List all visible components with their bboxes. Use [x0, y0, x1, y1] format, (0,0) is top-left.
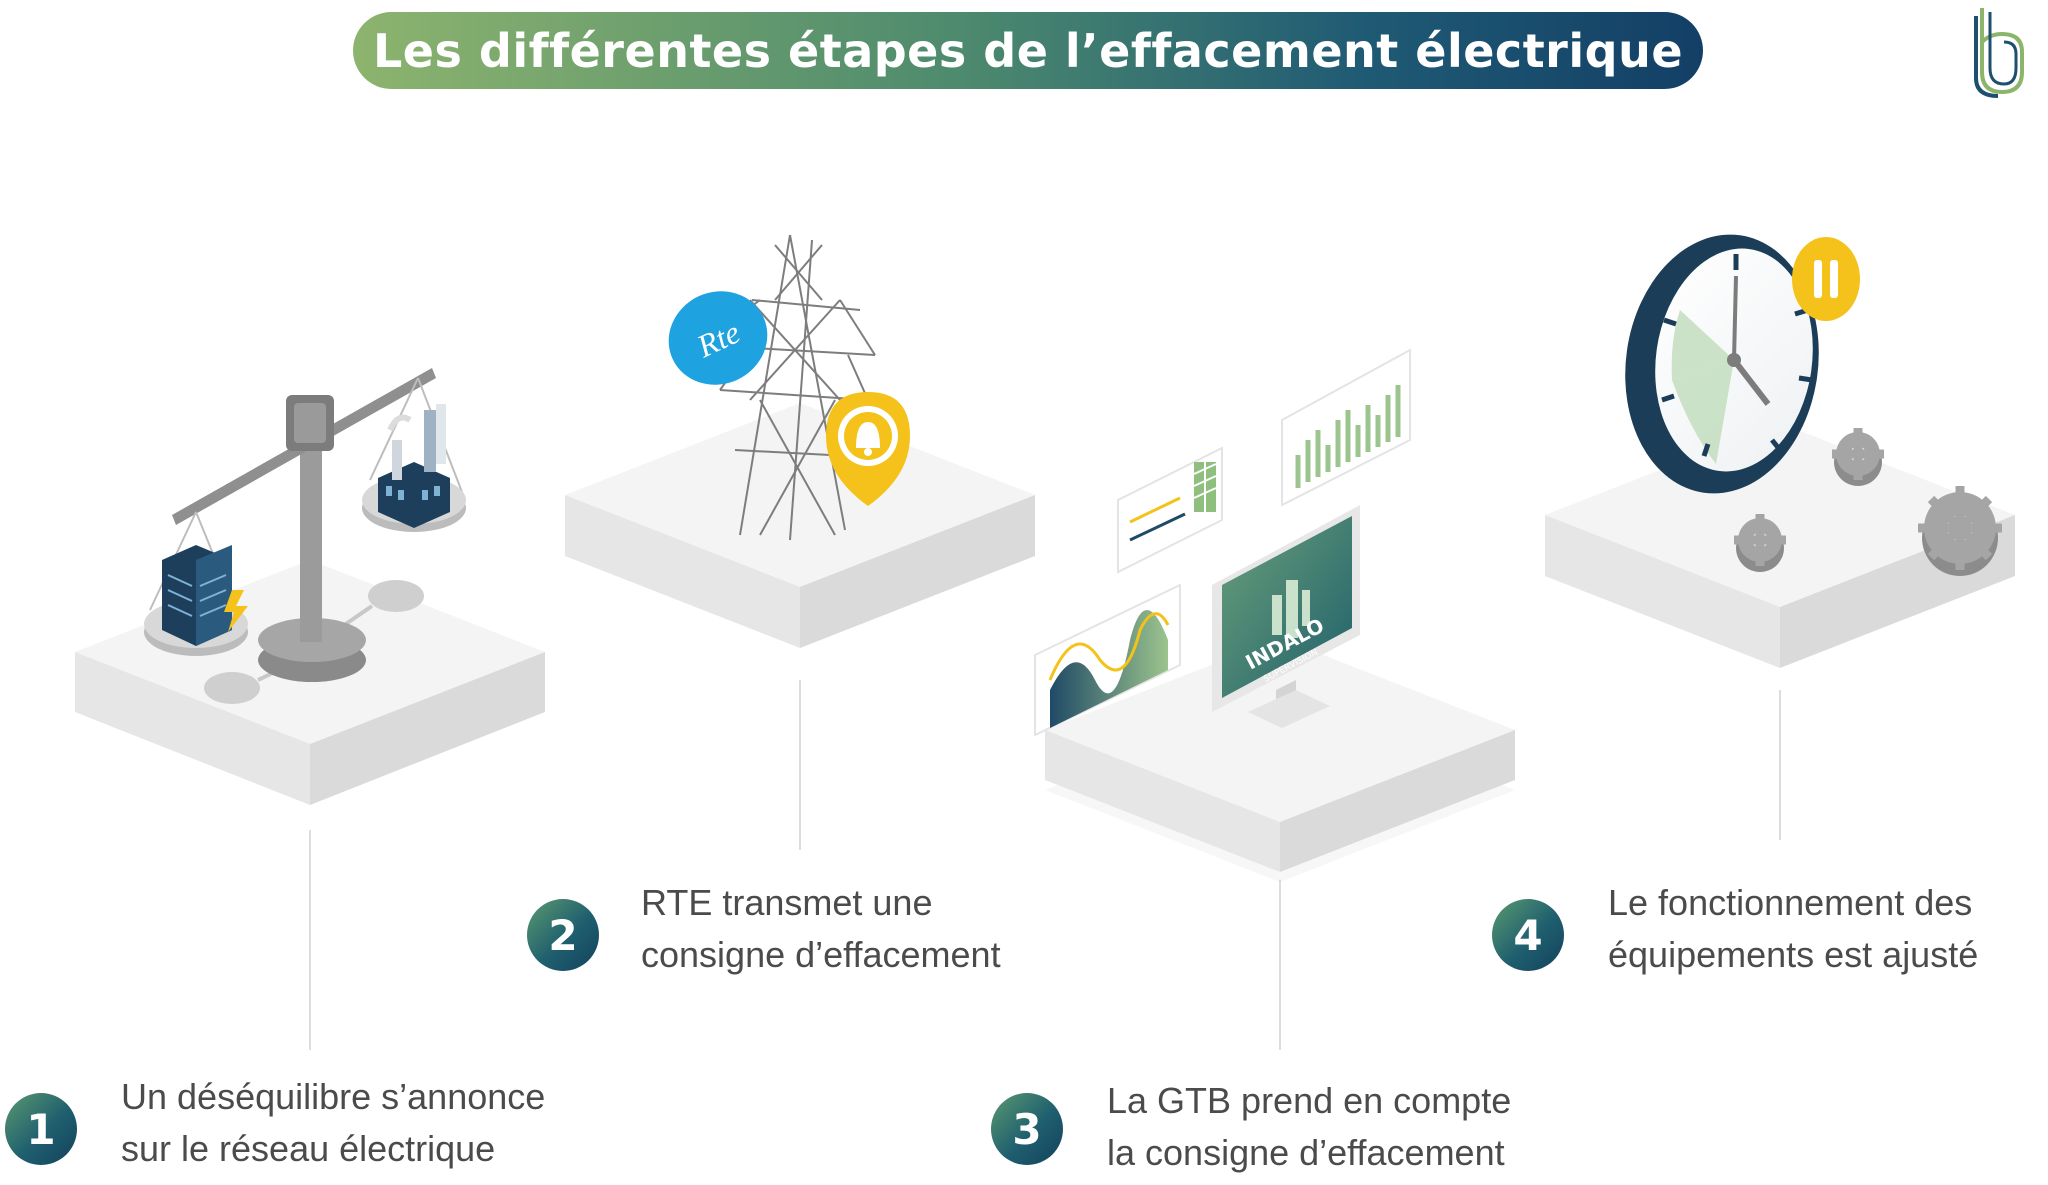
step-2-line-1: RTE transmet une — [641, 882, 933, 923]
step-4-badge: 4 — [1492, 899, 1564, 971]
step-2-text: RTE transmet une consigne d’effacement — [641, 877, 1001, 981]
step-4-number: 4 — [1513, 910, 1543, 960]
step-2-number: 2 — [548, 910, 578, 960]
step-3-number: 3 — [1012, 1104, 1042, 1154]
step-4-text: Le fonctionnement des équipements est aj… — [1608, 877, 1978, 981]
pause-icon — [1792, 237, 1860, 321]
step-4-line-2: équipements est ajusté — [1608, 934, 1979, 975]
step-2-line-2: consigne d’effacement — [641, 934, 1001, 975]
rte-badge: Rte — [668, 291, 768, 385]
step-1-number: 1 — [26, 1104, 56, 1154]
step-3-text: La GTB prend en compte la consigne d’eff… — [1107, 1075, 1511, 1179]
step-3-badge: 3 — [991, 1093, 1063, 1165]
step-4-line-1: Le fonctionnement des — [1608, 882, 1973, 923]
title-banner: Les différentes étapes de l’effacement é… — [353, 12, 1703, 89]
bell-alert-icon — [826, 392, 910, 506]
step-2-badge: 2 — [527, 899, 599, 971]
platform-4 — [1545, 423, 2015, 840]
step-3-line-1: La GTB prend en compte — [1107, 1080, 1512, 1121]
platform-2 — [565, 403, 1035, 850]
step-1-text: Un déséquilibre s’annonce sur le réseau … — [121, 1071, 545, 1175]
brand-logo-icon — [1974, 8, 2024, 98]
step-3-line-2: la consigne d’effacement — [1107, 1132, 1505, 1173]
clock-gears-icon — [1625, 234, 2002, 576]
supervision-screens-icon: INDALO SUPERVISION — [1034, 348, 1411, 737]
step-1-line-1: Un déséquilibre s’annonce — [121, 1076, 546, 1117]
step-1-line-2: sur le réseau électrique — [121, 1128, 496, 1169]
platform-3 — [1045, 638, 1515, 1050]
step-1-badge: 1 — [5, 1093, 77, 1165]
balance-scale-icon — [144, 368, 466, 704]
page-title: Les différentes étapes de l’effacement é… — [372, 23, 1684, 78]
